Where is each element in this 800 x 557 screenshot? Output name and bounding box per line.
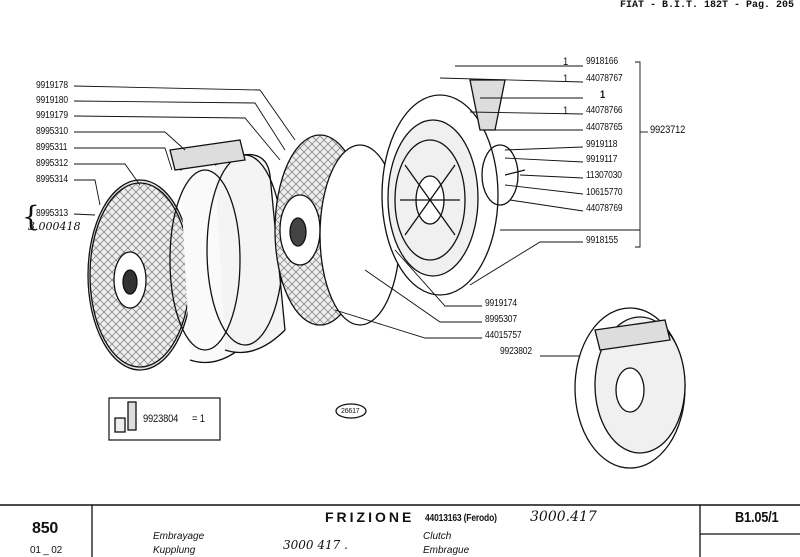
- title-fr: Embrayage: [153, 531, 205, 542]
- part-label: 44078767: [586, 73, 623, 84]
- part-label: 8995312: [36, 158, 68, 169]
- kit-part: 9923804: [143, 413, 179, 425]
- part-label: 9919180: [36, 95, 68, 106]
- part-label: 8995313: [36, 208, 68, 219]
- figure-number: 26617: [341, 408, 360, 415]
- clutch-assembly-complete: [574, 307, 686, 469]
- part-label: 8995311: [36, 142, 68, 153]
- assembly-label: 9923712: [650, 124, 686, 136]
- title-es: Embrague: [423, 545, 470, 556]
- part-label: 44015757: [485, 330, 522, 341]
- part-label: 8995307: [485, 314, 517, 325]
- part-label: 8995314: [36, 174, 68, 185]
- handwritten-note: 3.000418: [28, 220, 81, 233]
- leader-lines-left: [73, 85, 296, 216]
- part-label: 9919174: [485, 298, 517, 309]
- kit-qty: = 1: [192, 413, 205, 425]
- kit-box: [108, 397, 221, 441]
- title-part: 44013163 (Ferodo): [425, 513, 497, 524]
- qty-label: 1: [563, 73, 569, 85]
- page-title: FRIZIONE: [325, 509, 415, 525]
- figure-number-oval: [335, 403, 367, 419]
- part-label: 8995310: [36, 126, 68, 137]
- qty-label: 1: [563, 105, 569, 117]
- intermediate-plates: [169, 139, 286, 364]
- part-label: 11307030: [586, 170, 622, 181]
- title-en: Clutch: [423, 531, 452, 542]
- qty-label: 1: [563, 56, 569, 68]
- source-header: FIAT - B.I.T. 182T - Pag. 205: [620, 0, 795, 11]
- brace: {: [22, 200, 40, 233]
- model-number: 850: [32, 520, 59, 537]
- model-range: 01 _ 02: [30, 545, 62, 556]
- part-label: 9918155: [586, 235, 618, 246]
- leader-lines-right: [334, 61, 648, 357]
- part-label: 10615770: [586, 187, 623, 198]
- page-code: B1.05/1: [735, 509, 779, 526]
- title-de: Kupplung: [153, 545, 196, 556]
- part-label: 9919118: [586, 139, 618, 150]
- handwritten-note: 3000.417: [530, 509, 597, 525]
- handwritten-note: 3000 417 .: [283, 538, 348, 552]
- part-label: 9919178: [36, 80, 68, 91]
- part-label: 44078765: [586, 122, 623, 133]
- part-label: 44078766: [586, 105, 623, 116]
- part-label: 9918166: [586, 56, 618, 67]
- part-label: 9919179: [36, 110, 68, 121]
- pressure-plate-cover: [381, 94, 499, 296]
- assembly-label: 9923802: [500, 346, 532, 357]
- part-label: 44078769: [586, 203, 623, 214]
- part-label: 1: [600, 89, 606, 101]
- part-label: 9919117: [586, 154, 618, 165]
